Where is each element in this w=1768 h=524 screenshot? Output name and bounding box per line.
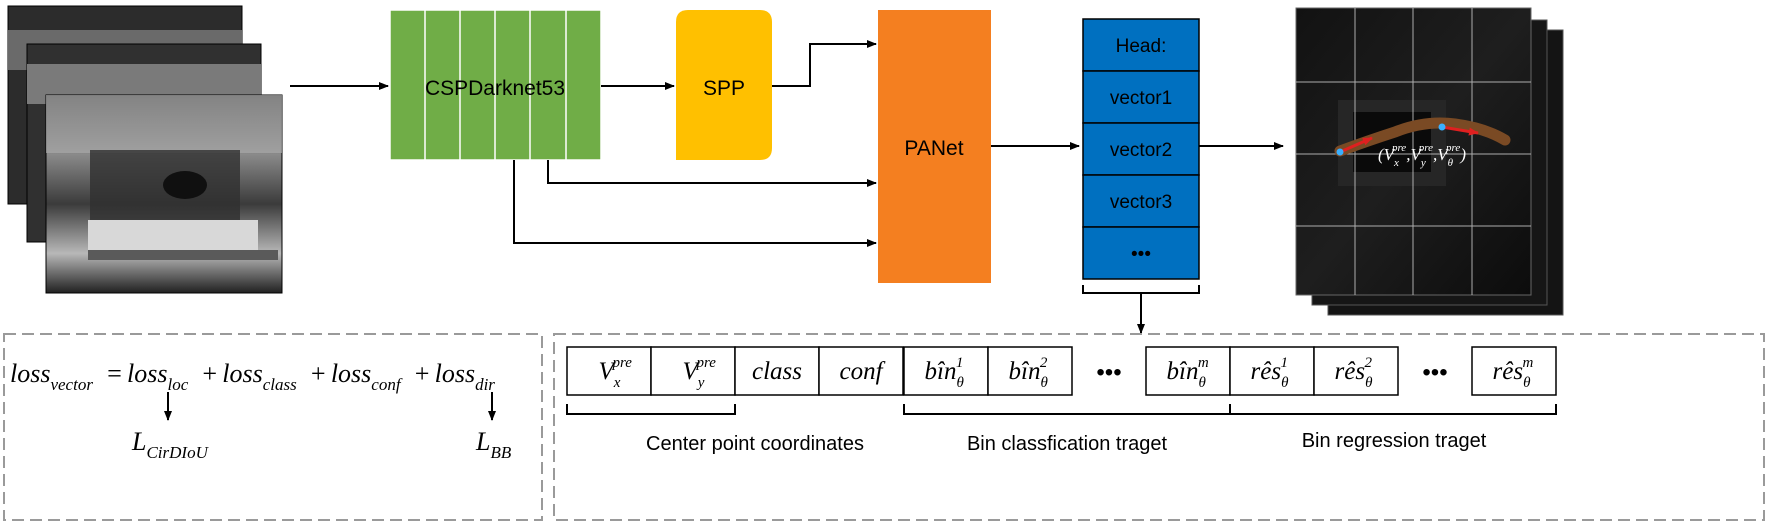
vector-cell-label: rêsθm — [1493, 355, 1534, 391]
direction-arrow-1 — [1339, 136, 1373, 154]
output-image-stack: (Vxpre,Vypre,Vθpre) — [1295, 7, 1564, 316]
vector-cell-label: Vxpre — [599, 355, 633, 391]
brace-bin-class — [903, 404, 1231, 415]
vector-cell — [818, 346, 904, 396]
head-cells: Head: vector1 vector2 vector3 ••• — [1082, 18, 1200, 280]
brace-bin-reg — [1230, 404, 1557, 415]
vector-cell-label: bînθ1 — [925, 355, 965, 391]
vector-cell-label: rêsθ1 — [1251, 355, 1290, 391]
vector-ellipsis: ••• — [1096, 359, 1121, 386]
vector-panel — [553, 333, 1765, 521]
loss-panel — [3, 333, 543, 521]
loss-bb: LBB — [475, 427, 512, 462]
label-bin-regression: Bin regression traget — [1302, 430, 1487, 452]
spp-block: SPP — [676, 10, 772, 160]
arrow-backbone-to-panet-low — [513, 160, 877, 247]
panet-label: PANet — [904, 137, 963, 160]
head-cell-label: Head: — [1116, 36, 1167, 57]
vector-cell — [650, 346, 736, 396]
output-vector: Vxpre Vypre class conf bînθ1 bînθ2 ••• bînθm rês… — [566, 346, 1557, 396]
loss-equation: lossvector =lossloc +lossclass +lossconf… — [10, 359, 512, 462]
backbone-label: CSPDarknet53 — [425, 77, 565, 100]
output-annotation: (Vxpre,Vypre,Vθpre) — [1378, 142, 1466, 169]
head-cell — [1082, 174, 1200, 228]
label-bin-classification: Bin classfication traget — [967, 433, 1168, 455]
direction-arrow-2 — [1441, 125, 1479, 136]
head-cell — [1082, 18, 1200, 72]
arrow-spp-to-panet — [772, 40, 877, 87]
brace-center — [566, 404, 736, 415]
head-bracket — [1082, 285, 1200, 294]
svg-text:lossvector =lossloc: lossvector =lossloc +lossclass +lossconf… — [10, 359, 495, 396]
head-block: Head: vector1 vector2 vector3 ••• — [1082, 18, 1200, 280]
vector-cell — [734, 346, 820, 396]
vector-cell-label: class — [752, 358, 802, 385]
head-cell-label: ••• — [1131, 244, 1151, 265]
center-point-1 — [1336, 148, 1344, 156]
vector-cell — [1313, 346, 1399, 396]
vector-cell — [1471, 346, 1557, 396]
vector-cell-label: Vypre — [683, 355, 717, 391]
vector-cell-label: conf — [839, 358, 885, 385]
input-image-stack — [7, 5, 283, 294]
loss-lhs: loss — [10, 359, 50, 388]
center-point-2 — [1438, 123, 1446, 131]
arrow-backbone-to-panet-mid — [547, 160, 877, 187]
head-cell-label: vector1 — [1110, 88, 1172, 109]
head-cell — [1082, 226, 1200, 280]
vector-cell — [566, 346, 652, 396]
vector-cell-label: rêsθ2 — [1335, 355, 1374, 391]
spp-label: SPP — [703, 77, 745, 100]
vector-cell-label: bînθ2 — [1009, 355, 1049, 391]
label-center-point: Center point coordinates — [646, 433, 864, 455]
head-cell-label: vector2 — [1110, 140, 1172, 161]
head-cell — [1082, 122, 1200, 176]
vector-cell-label: bînθm — [1167, 355, 1209, 391]
head-cell-label: vector3 — [1110, 192, 1172, 213]
loss-cirdiou: LCirDIoU — [131, 427, 210, 462]
backbone-block: CSPDarknet53 — [389, 9, 602, 161]
panet-block: PANet — [878, 10, 991, 283]
vector-ellipsis: ••• — [1422, 359, 1447, 386]
vector-cell — [987, 346, 1073, 396]
